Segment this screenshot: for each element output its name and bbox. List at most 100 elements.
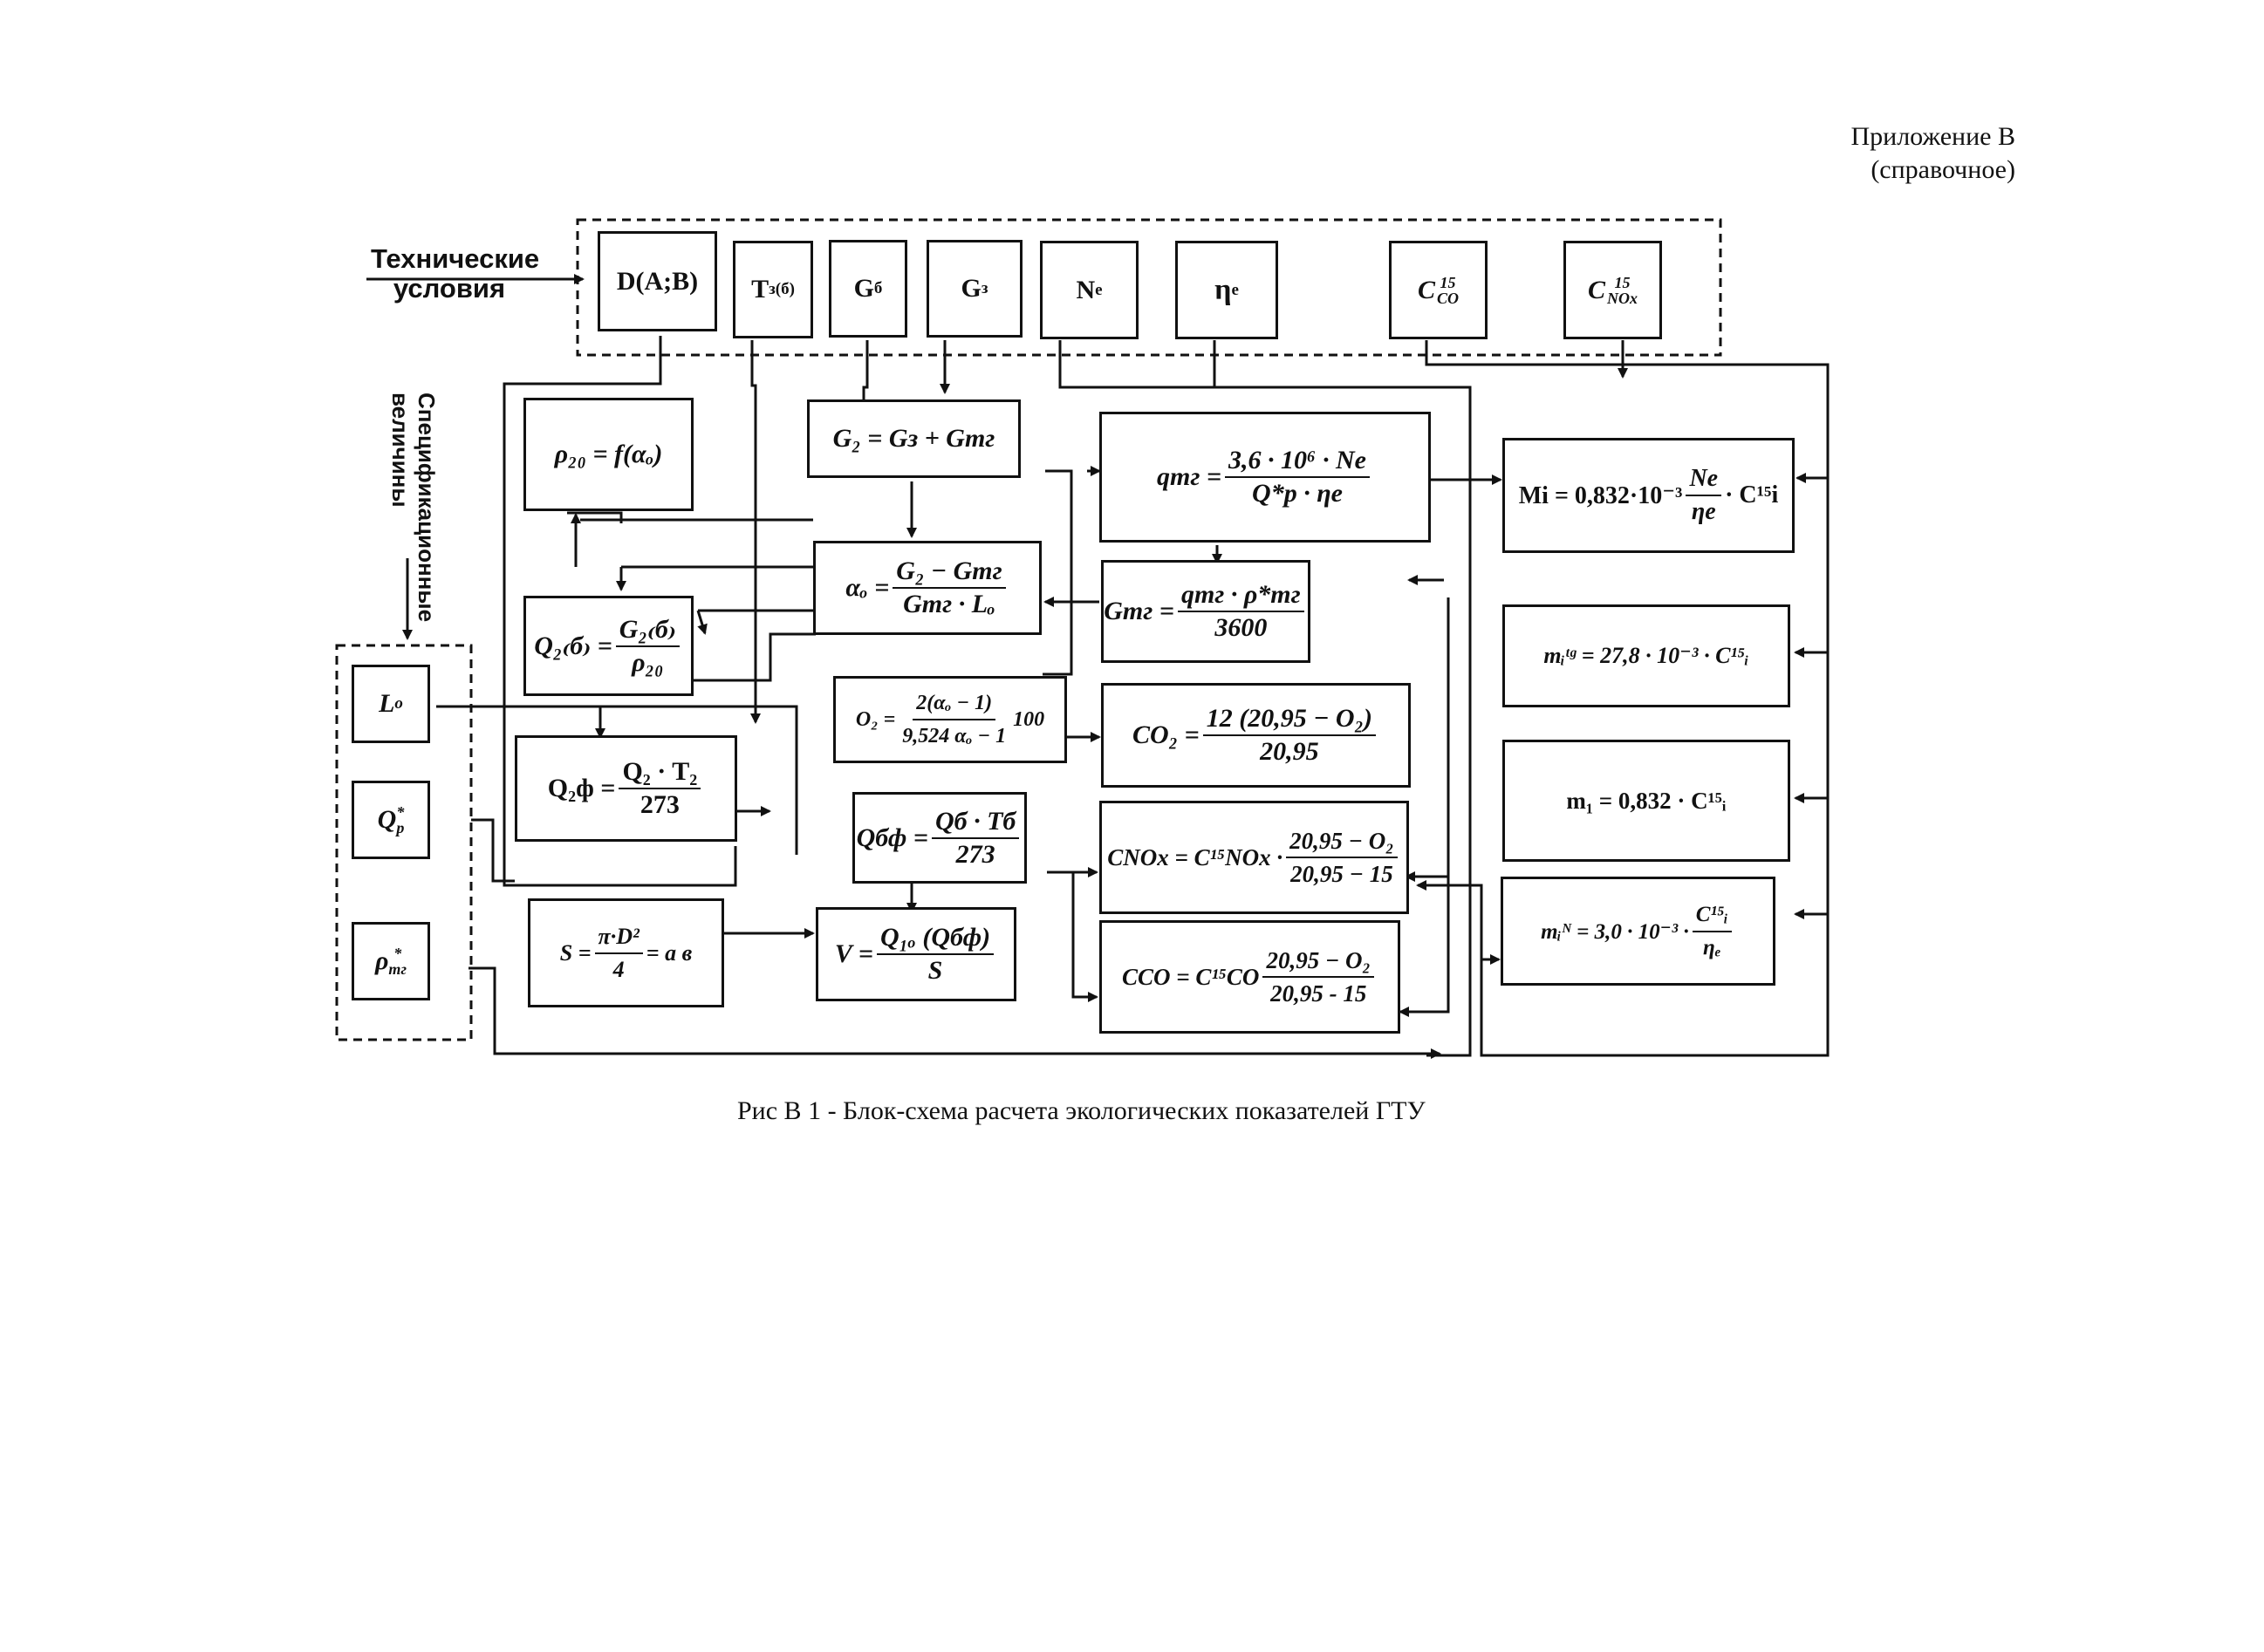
tech-conditions-label: Технические условия <box>371 244 539 304</box>
formula-g2-text: G₂ = Gз + Gтг <box>832 424 995 453</box>
spec-values-frame <box>335 644 473 1041</box>
formula-gtg-lhs: Gтг = <box>1104 597 1174 625</box>
formula-mn-den: ηₑ <box>1703 935 1721 959</box>
formula-g2: G₂ = Gз + Gтг <box>807 399 1021 478</box>
formula-co2-fraction: 12 (20,95 − O₂)20,95 <box>1202 705 1377 766</box>
formula-mn-num: C¹⁵ᵢ <box>1692 901 1732 932</box>
formula-cnox: CNOx = C¹⁵NOx · 20,95 − O₂ 20,95 − 15 <box>1099 801 1409 914</box>
formula-mi-num: Ne <box>1686 465 1722 496</box>
formula-cco-num: 20,95 − O₂ <box>1262 946 1374 978</box>
spec-qr-sub: p <box>396 819 405 836</box>
input-gz-text: G <box>961 274 982 303</box>
input-eta-text: η <box>1214 273 1232 306</box>
input-gb-text: G <box>853 274 874 303</box>
formula-q2f-den: 273 <box>640 790 680 819</box>
spec-rho-sub: тг <box>388 960 407 978</box>
formula-mi-den: ηe <box>1691 498 1716 525</box>
formula-q2-fraction: G₂₍б₎ρ₂₀ <box>615 615 680 677</box>
formula-o2-den: 9,524 αₒ − 1 <box>902 725 1007 747</box>
formula-mn-lhs: mᵢᴺ = 3,0 · 10⁻³ · <box>1541 919 1689 944</box>
formula-qtg-num: 3,6 · 10⁶ · Ne <box>1225 447 1370 478</box>
input-t-text: T <box>751 275 769 304</box>
tech-conditions-frame <box>576 218 1722 357</box>
formula-cco-den: 20,95 - 15 <box>1270 980 1367 1007</box>
figure-caption-text: Рис В 1 - Блок-схема расчета экологическ… <box>737 1096 1426 1125</box>
formula-q2-num: G₂₍б₎ <box>615 615 680 647</box>
formula-cnox-den: 20,95 − 15 <box>1290 861 1393 887</box>
formula-m1: m₁ = 0,832 · C¹⁵ᵢ <box>1502 740 1790 862</box>
spec-box-rho: ρ*тг <box>352 922 430 1000</box>
formula-gtg-den: 3600 <box>1214 613 1268 642</box>
formula-o2: O₂ = 2(αₒ − 1) 9,524 αₒ − 1 100 <box>833 676 1067 763</box>
formula-m1-text: m₁ = 0,832 · C¹⁵ᵢ <box>1566 787 1727 814</box>
formula-mtg: mᵢᵗᵍ = 27,8 · 10⁻³ · C¹⁵ᵢ <box>1502 604 1790 707</box>
formula-mtg-text: mᵢᵗᵍ = 27,8 · 10⁻³ · C¹⁵ᵢ <box>1543 643 1749 668</box>
formula-o2-lhs: O₂ = <box>855 707 896 731</box>
formula-mn-fraction: C¹⁵ᵢ ηₑ <box>1692 901 1732 962</box>
input-cnox-sup: 15 <box>1614 273 1631 291</box>
formula-s-lhs: S = <box>559 939 592 966</box>
input-cco-sup: 15 <box>1440 273 1456 291</box>
formula-v-num: Q₁ₒ (Qбф) <box>876 924 995 955</box>
formula-o2-tail: 100 <box>1013 707 1045 731</box>
formula-qbf-den: 273 <box>955 839 995 869</box>
tech-conditions-text: Технические условия <box>371 243 540 304</box>
formula-qbf-num: Qб · Tб <box>931 807 1020 839</box>
appendix-subtitle: (справочное) <box>1871 155 2015 184</box>
input-d-text: D(A;B) <box>616 266 699 296</box>
spec-qr-text: Q <box>377 805 397 834</box>
formula-cnox-num: 20,95 − O₂ <box>1286 827 1398 858</box>
input-cco-sub: CO <box>1437 289 1460 307</box>
input-cnox-text: C <box>1587 275 1605 304</box>
appendix-header: Приложение В (справочное) <box>1745 120 2015 187</box>
input-eta-sub: e <box>1231 280 1239 299</box>
input-box-d: D(A;B) <box>598 231 717 331</box>
formula-alpha-num: G₂ − Gтг <box>893 557 1006 589</box>
input-gb-sub: б <box>873 279 883 297</box>
formula-rho20-text: ρ₂₀ = f(αₒ) <box>554 440 663 468</box>
formula-q2-lhs: Q₂₍б₎ = <box>534 631 612 660</box>
formula-co2: CO₂ = 12 (20,95 − O₂)20,95 <box>1101 683 1411 788</box>
formula-qtg-den: Q*p · ηe <box>1252 479 1343 508</box>
formula-v-lhs: V = <box>834 939 873 968</box>
input-t-sub: з(б) <box>769 280 795 298</box>
spec-values-text: Спецификационные величины <box>387 393 440 623</box>
formula-cnox-fraction: 20,95 − O₂ 20,95 − 15 <box>1286 827 1398 888</box>
formula-cco-lhs: CCO = C¹⁵CO <box>1122 963 1260 990</box>
formula-qtg-lhs: qтг = <box>1157 462 1222 491</box>
appendix-title: Приложение В <box>1850 122 2015 151</box>
spec-rho-sup: * <box>393 945 402 962</box>
spec-l0-text: L <box>379 689 395 718</box>
formula-q2: Q₂₍б₎ = G₂₍б₎ρ₂₀ <box>523 596 694 696</box>
figure-caption: Рис В 1 - Блок-схема расчета экологическ… <box>737 1096 1522 1126</box>
formula-mi-lhs: Mi = 0,832·10⁻³ <box>1518 482 1683 509</box>
formula-v-fraction: Q₁ₒ (Qбф)S <box>876 924 995 985</box>
formula-mi-tail: · C¹⁵i <box>1725 481 1779 509</box>
formula-o2-num: 2(αₒ − 1) <box>913 689 996 720</box>
formula-qbf-lhs: Qбф = <box>856 823 928 852</box>
input-gz-sub: з <box>981 279 988 297</box>
spec-qr-sup: * <box>396 803 405 821</box>
formula-cnox-lhs: CNOx = C¹⁵NOx · <box>1107 843 1283 870</box>
formula-co2-num: 12 (20,95 − O₂) <box>1202 705 1377 736</box>
formula-alpha-den: Gтг · Lₒ <box>903 590 995 618</box>
formula-alpha-lhs: αₒ = <box>845 573 890 602</box>
formula-gtg-num: qтг · ρ*тг <box>1177 581 1304 612</box>
formula-mn: mᵢᴺ = 3,0 · 10⁻³ · C¹⁵ᵢ ηₑ <box>1501 877 1775 986</box>
input-cnox-sub: NOx <box>1607 289 1638 307</box>
